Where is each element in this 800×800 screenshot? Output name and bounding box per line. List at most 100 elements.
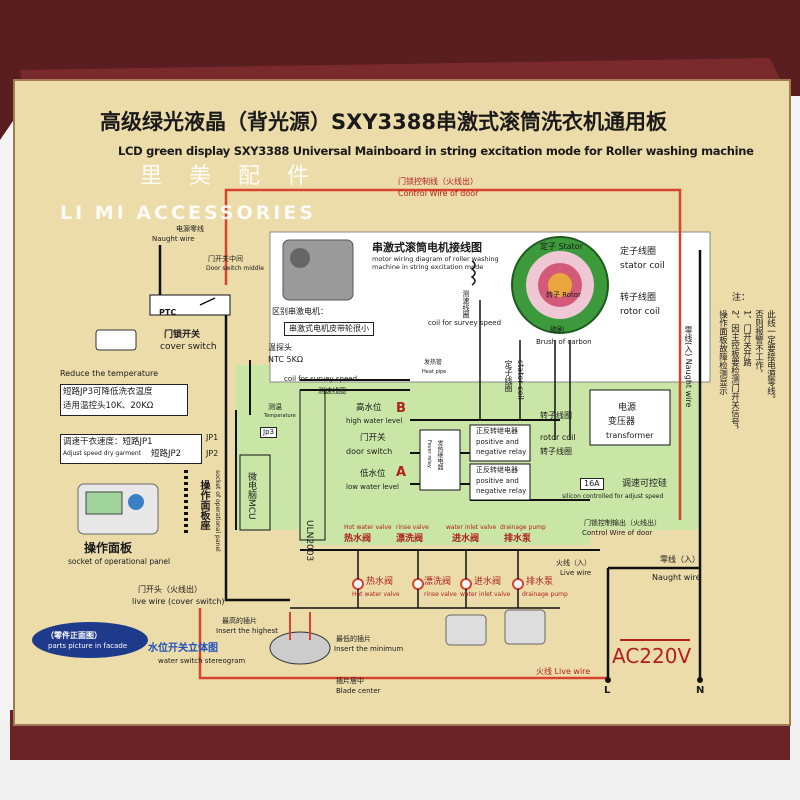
cover-switch-cn: 门锁开关 [164,330,201,340]
temp-probe: 温探头 [268,343,292,352]
door-wire-en: Control Wire of door [398,189,479,198]
jp3-note-line2: 适用温控头10K、20KΩ [63,401,154,411]
cover-live-en: live wire (cover switch) [132,597,225,606]
brush-cn: 碳刷 [550,326,564,334]
valve-bottom-cn-4: 排水泵 [526,577,554,587]
ptc-label: PTC [159,308,177,317]
temp-survey-cn: 测速线圈 [318,387,346,395]
motor-title-cn: 串激式滚筒电机接线图 [372,241,482,254]
panel-en: socket of operational panel [68,557,171,566]
water-a-label: A [396,465,407,480]
triac-en: silicon controlled for adjust speed [562,493,664,500]
terminal-l: L [604,685,611,696]
neutral-left-en: Naught wire [152,235,195,243]
relay2-cn: 正反转继电器 [476,466,518,474]
temp-ntc: NTC 5KΩ [268,355,303,364]
parts-badge-cn: （零件正面图） [46,631,102,640]
watermark-cn: 里 美 配 件 [140,164,319,189]
insert-high-cn: 最高的插片 [222,617,257,625]
valve-top-cn-2: 漂洗阀 [396,534,424,544]
valve-bottom-cn-2: 漂洗阀 [424,577,452,587]
motor-survey-cn: 测速线圈 [462,290,470,318]
stator-coil-en: stator coil [620,261,665,271]
relay1-en1: positive and [476,438,519,446]
valve-bottom-en-2: rinse valve [424,591,457,598]
right-note-line-3: 2、因主控板要检测门开关信号， [729,310,740,435]
speed-line2-cn: 短路JP2 [151,449,182,459]
rotor-coil-en: rotor coil [620,307,661,317]
cover-live-cn: 门开头（火线出） [138,585,202,594]
relay1-cn: 正反转继电器 [476,427,518,435]
rotor-coil-board-en: rotor coil [540,433,576,442]
panel-cn: 操作面板 [84,541,133,555]
valve-top-en-3: water inlet valve [446,524,497,531]
panel-socket-cn: 操作面板座 [198,480,209,530]
insert-high-en: Insert the highest [216,627,278,635]
right-note-line-5: 操作面板故障检测显示 [717,310,728,395]
stator-coil-board: 定子线圈 [504,360,513,392]
terminal-n: N [696,685,705,696]
door-switch-mid-cn: 门开关中间 [208,255,243,263]
brush-en: Brush of carbon [536,338,592,346]
door-switch-cn: 门开关 [360,433,386,443]
ac-voltage: AC220V [612,644,692,668]
title-cn: 高级绿光液晶（背光源）SXY3388串激式滚筒洗衣机通用板 [100,110,667,134]
speed-line2-en: Adjust speed dry garment [63,450,141,457]
relay2-en1: positive and [476,477,519,485]
water-switch-cn: 水位开关立体图 [148,643,218,654]
relay1-en2: negative relay [476,448,527,456]
blade-cn: 插片居中 [336,677,364,685]
naught-in-en: Naught wire [652,573,701,582]
valve-top-cn-4: 排水泵 [504,534,532,544]
blade-en: Blade center [336,687,381,695]
title-en: LCD green display SXY3388 Universal Main… [118,144,754,158]
heater-relay-en: Fever relay [426,440,432,468]
naught-in-cn: 零线（入） [660,555,700,564]
jp1-label: JP1 [206,433,219,442]
heater-relay-cn: 发热继电器 [436,440,443,470]
watermark-en: LI MI ACCESSORIES [60,202,316,224]
live-in-cn: 火线（入） [556,559,591,567]
valve-top-en-4: drainage pump [500,524,546,531]
jp2-label: JP2 [206,449,219,458]
parts-badge-en: parts picture in facade [48,642,128,650]
insert-min-cn: 最低的插片 [336,635,371,643]
neutral-left-cn: 电源零线 [176,225,204,233]
high-water-cn: 高水位 [356,403,382,413]
panel-socket-en: socket of operational panel [214,470,221,552]
right-note-line-2: 否则报警不工作， [753,310,764,378]
valve-top-cn-1: 热水阀 [344,534,372,544]
live-in-en: Live wire [560,569,592,577]
door-switch-en: door switch [346,447,393,456]
speed-line1: 调速干衣速度：短路JP1 [63,437,153,447]
valve-bottom-cn-3: 进水阀 [474,577,502,587]
right-note-line-4: 此线一定要接电源零线。 [765,310,776,404]
water-b-label: B [396,401,406,416]
jp3-note-line1: 短路JP3可降低洗衣温度 [63,387,153,397]
stator-label: 定子 Stator [540,242,583,251]
stator-coil-cn: 定子线圈 [620,247,657,257]
valve-bottom-en-4: drainage pump [522,591,568,598]
right-note-head: 注： [732,293,751,303]
valve-bottom-en-3: water inlet valve [460,591,511,598]
naught-right: 零线(入) Naught wire [684,326,693,408]
high-water-en: high water level [346,417,403,425]
rotor-coil-board-cn-2: 转子线圈 [540,447,572,456]
transformer-cn1: 电源 [618,403,637,413]
rotor-label: 转子 Rotor [546,291,581,299]
low-water-cn: 低水位 [360,469,386,479]
door-out-en: Control Wire of door [582,529,653,537]
motor-title-en: motor wiring diagram of roller washing m… [372,255,499,271]
relay2-en2: negative relay [476,487,527,495]
uln-label: ULN2003 [304,520,314,562]
valve-bottom-cn-1: 热水阀 [366,577,394,587]
valve-top-en-1: Hot water valve [344,524,392,531]
rotor-coil-cn: 转子线圈 [620,293,657,303]
right-note-line-1: 1、门开关开路 [741,310,752,367]
valve-top-en-2: rinse valve [396,524,429,531]
live-bottom: 火线 Live wire [536,667,591,676]
door-out-cn: 门锁控制输出（火线出） [584,519,661,527]
triac-rating: 16A [580,478,604,490]
